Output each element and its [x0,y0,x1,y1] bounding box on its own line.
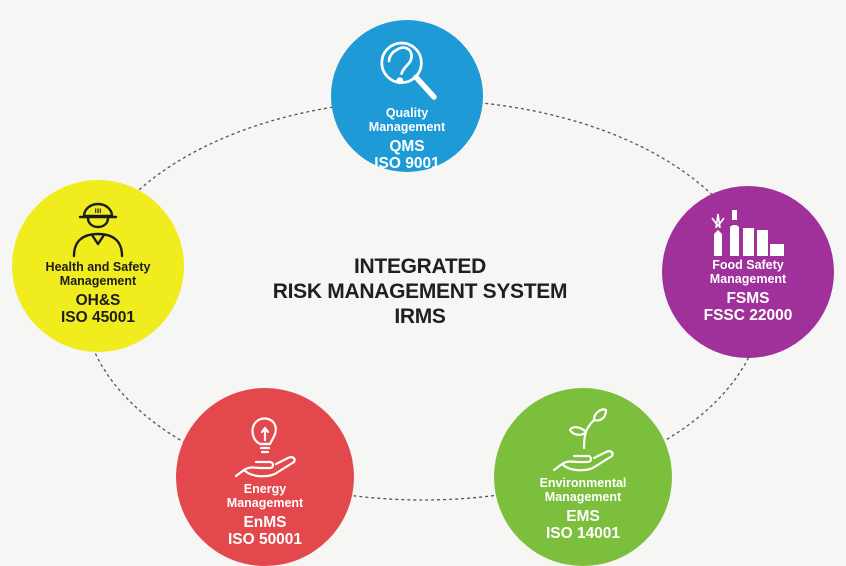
environmental-management-node: Environmental Management EMS ISO 14001 [494,388,672,566]
health-safety-management-node: IIII Health and Safety Management OH&S I… [12,180,184,352]
node-name: Environmental Management [539,476,627,504]
node-code: FSMS FSSC 22000 [703,290,793,324]
node-code: EMS ISO 14001 [545,508,621,542]
diagram-title: INTEGRATED RISK MANAGEMENT SYSTEM IRMS [230,254,610,329]
food-containers-icon [711,210,784,256]
sprout-hand-icon [552,408,614,472]
node-code: EnMS ISO 50001 [227,514,303,548]
worker-helmet-icon: IIII [72,202,124,258]
title-line-1: INTEGRATED [354,255,486,278]
node-name: Energy Management [226,482,304,510]
title-line-2: RISK MANAGEMENT SYSTEM [272,280,568,303]
node-name: Quality Management [368,106,446,134]
energy-management-node: Energy Management EnMS ISO 50001 [176,388,354,566]
node-code: QMS ISO 9001 [374,138,440,172]
svg-text:IIII: IIII [95,209,102,215]
node-name: Health and Safety Management [45,260,151,288]
quality-management-node: Quality Management QMS ISO 9001 [331,20,483,172]
node-name: Food Safety Management [709,258,787,286]
node-code: OH&S ISO 45001 [60,292,136,326]
food-safety-management-node: Food Safety Management FSMS FSSC 22000 [662,186,834,358]
magnifier-q-icon [380,41,437,100]
title-line-3: IRMS [394,305,446,328]
lightbulb-hand-icon [234,417,296,478]
